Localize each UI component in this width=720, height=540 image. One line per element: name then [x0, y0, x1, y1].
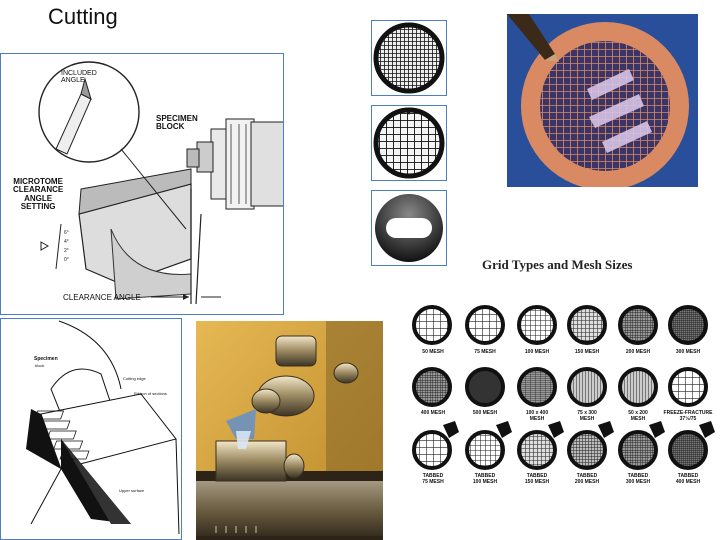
mesh-caption: 75 x 300 MESH: [577, 410, 597, 422]
microtome-drawing: [38, 61, 283, 305]
mesh-caption: TABBED 400 MESH: [675, 473, 701, 485]
ribbon-label: Ribbon of sections: [134, 391, 167, 396]
clearance-setting-label: MICROTOME CLEARANCE ANGLE SETTING: [13, 177, 64, 212]
section-drawing: [26, 320, 180, 535]
mesh-caption: TABBED 200 MESH: [574, 473, 600, 485]
angle-scale: 6° 4° 2° 0°: [64, 229, 69, 265]
mesh-caption: 400 MESH: [420, 410, 446, 416]
mesh-caption: TABBED 150 MESH: [524, 473, 550, 485]
ultramicrotome-photo: [196, 321, 383, 540]
mesh-caption: TABBED 75 MESH: [422, 473, 444, 485]
mesh-caption: TABBED 300 MESH: [625, 473, 651, 485]
included-angle-label: INCLUDED ANGLE: [61, 70, 97, 85]
grid-thumb-fine: [371, 20, 447, 96]
angle-scale-2: 2°: [64, 248, 69, 254]
grid-types-drawing: [412, 305, 715, 470]
mesh-caption: 75 MESH: [474, 349, 496, 355]
mesh-caption: 200 MESH: [625, 349, 651, 355]
mesh-caption: 300 MESH: [675, 349, 701, 355]
angle-scale-6: 6°: [64, 230, 69, 236]
grid-thumb-slot: [371, 190, 447, 266]
grid-chart-title: Grid Types and Mesh Sizes: [482, 257, 633, 272]
mesh-caption: 150 MESH: [574, 349, 600, 355]
mesh-caption: 50 MESH: [422, 349, 444, 355]
mesh-caption: 500 MESH: [472, 410, 498, 416]
mesh-caption: FREEZE-FRACTURE 37½/75: [663, 410, 713, 422]
mesh-caption: 100 x 400 MESH: [525, 410, 549, 422]
copper-grid-photo: [507, 14, 698, 187]
mesh-caption: 50 x 200 MESH: [628, 410, 648, 422]
specimen-label: Specimen: [34, 356, 58, 362]
mesh-caption: TABBED 100 MESH: [472, 473, 498, 485]
grid-types-chart: 50 MESH 75 MESH 100 MESH 150 MESH 200 ME…: [405, 300, 720, 495]
block-label: block: [35, 363, 45, 368]
grid-thumb-coarse: [371, 105, 447, 181]
mesh-caption: 100 MESH: [524, 349, 550, 355]
clearance-angle-label: CLEARANCE ANGLE: [63, 293, 141, 302]
angle-scale-0: 0°: [64, 257, 69, 263]
angle-scale-4: 4°: [64, 239, 69, 245]
specimen-block-label: SPECIMEN BLOCK: [156, 114, 198, 132]
upper-surface-label: Upper surface: [119, 488, 145, 493]
cutting-edge-label: Cutting edge: [123, 376, 146, 381]
slide-title: Cutting: [48, 4, 118, 29]
microtome-clearance-diagram: INCLUDED ANGLE SPECIMEN BLOCK MICROTOME …: [0, 53, 284, 315]
section-cutting-diagram: Specimen block Cutting edge Ribbon of se…: [0, 318, 182, 540]
